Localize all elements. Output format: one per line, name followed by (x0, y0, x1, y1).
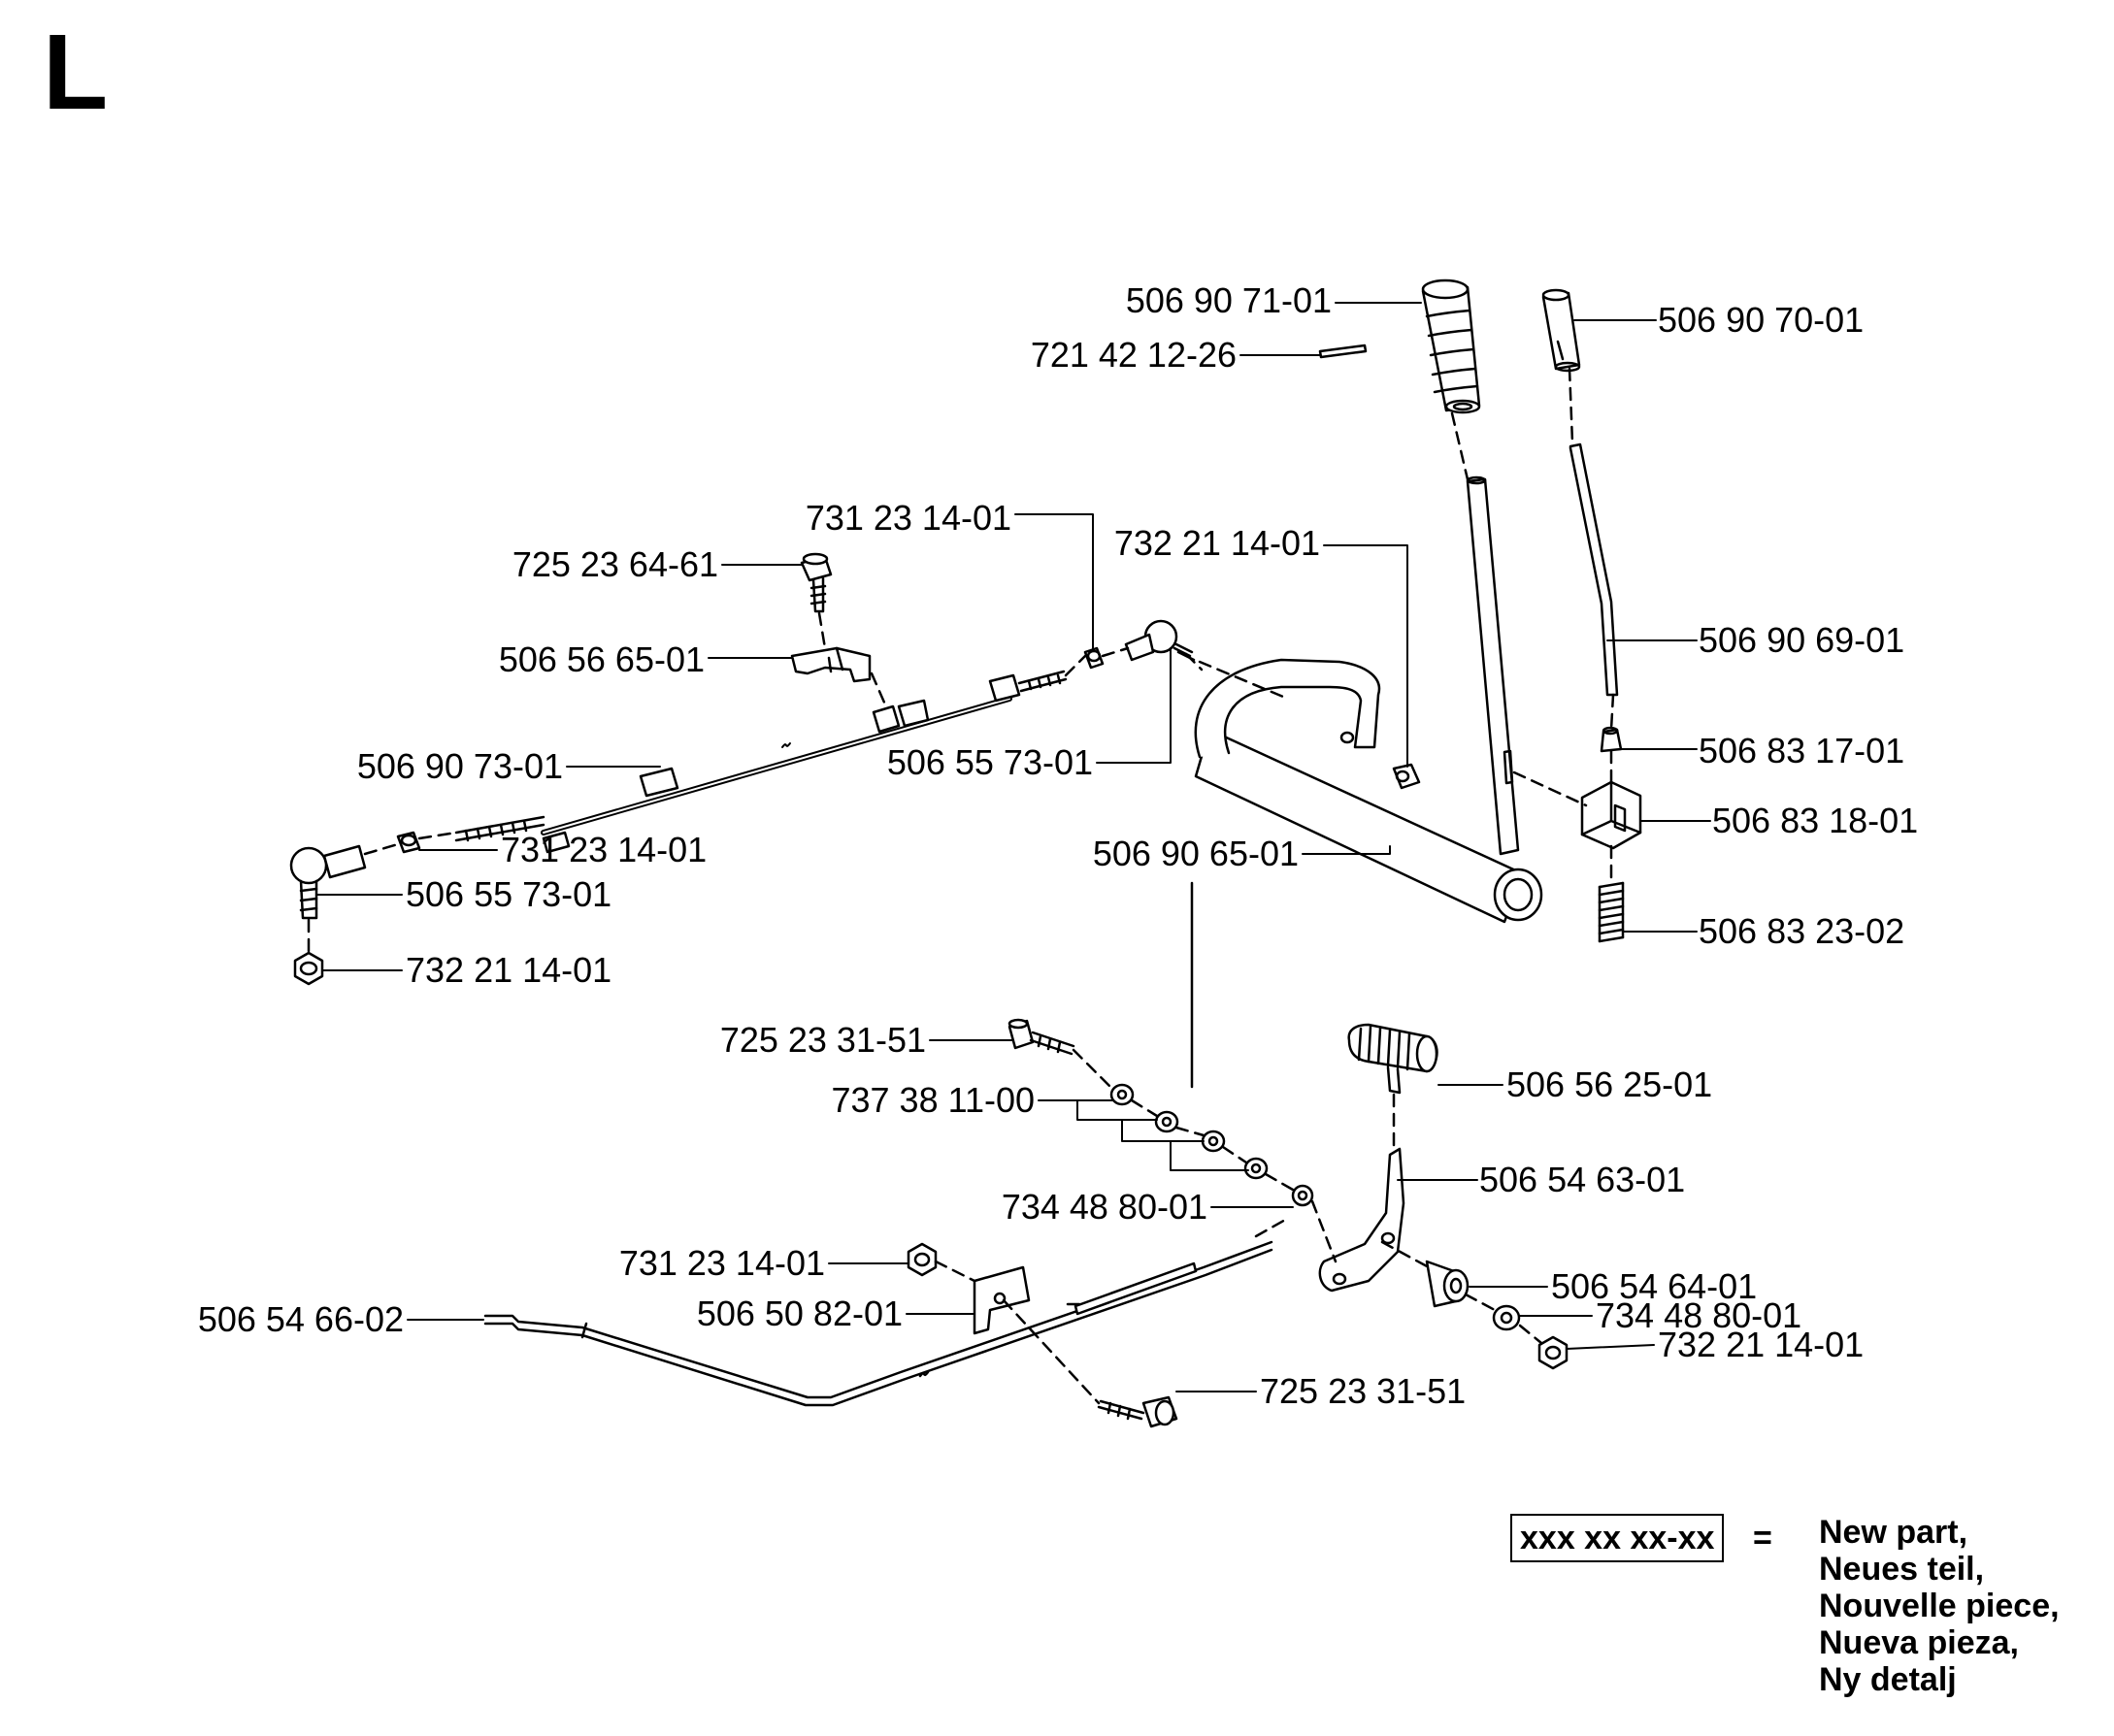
label-locknut-left: 732 21 14-01 (406, 950, 611, 990)
legend-line: Ny detalj (1819, 1661, 1957, 1698)
bolt-top-drawing (1007, 1018, 1075, 1056)
label-pedal-arm: 506 54 63-01 (1479, 1160, 1685, 1199)
legend-line: Nueva pieza, (1819, 1624, 2019, 1661)
leader-lines (315, 302, 1711, 1392)
cable-clamp-drawing (790, 646, 872, 683)
label-ball-joint-bottom: 506 55 73-01 (406, 874, 611, 914)
locknut-left-drawing (293, 951, 324, 986)
label-handle-grip-top: 506 90 71-01 (1126, 280, 1332, 320)
bracket-drawing (973, 1265, 1031, 1335)
pedal-arm-drawing (1318, 1147, 1405, 1293)
grip-handle-drawing (1421, 278, 1481, 414)
connector-lines-top (1184, 367, 1615, 1089)
brake-rod-drawing (483, 1240, 1273, 1407)
label-lever-frame: 506 90 65-01 (1093, 834, 1299, 873)
label-bolt-top: 725 23 31-51 (720, 1020, 926, 1060)
label-spring: 506 83 23-02 (1699, 911, 1904, 951)
bolt-bottom-drawing (1097, 1395, 1178, 1428)
spring-drawing (1598, 881, 1625, 943)
label-nut-cable-bottom: 731 23 14-01 (501, 830, 707, 869)
label-knob-right: 506 90 70-01 (1658, 300, 1864, 340)
label-screw-clamp: 725 23 64-61 (512, 544, 718, 584)
label-brake-rod: 506 54 66-02 (198, 1299, 404, 1339)
label-bolt-bottom: 725 23 31-51 (1260, 1371, 1466, 1411)
label-ball-joint-top: 506 55 73-01 (887, 742, 1093, 782)
pivot-cap-drawing (1600, 726, 1623, 753)
ball-joint-top-drawing (1124, 619, 1196, 662)
label-pin: 721 42 12-26 (1031, 335, 1237, 375)
label-nut-bracket: 731 23 14-01 (619, 1243, 825, 1283)
label-cable-clamp: 506 56 65-01 (499, 639, 705, 679)
legend-line: Nouvelle piece, (1819, 1588, 2060, 1624)
connector-lines-cable (307, 611, 1285, 955)
label-plate: 506 83 18-01 (1712, 801, 1918, 840)
label-bushing: 506 54 64-01 (1551, 1266, 1757, 1306)
right-rod-drawing (1569, 442, 1619, 697)
legend-part-number-box: xxx xx xx-xx (1510, 1514, 1725, 1562)
ball-joint-bottom-drawing (289, 844, 367, 920)
nut-bracket-drawing (907, 1242, 938, 1277)
locknut-bushing-drawing (1537, 1335, 1569, 1370)
label-pedal-pad: 506 56 25-01 (1506, 1065, 1712, 1104)
label-cable: 506 90 73-01 (357, 746, 563, 786)
legend-line: Neues teil, (1819, 1551, 1985, 1588)
label-nut-cable-top: 731 23 14-01 (806, 498, 1011, 538)
bushing-drawing (1425, 1260, 1470, 1308)
right-knob-drawing (1541, 288, 1581, 373)
lever-frame-drawing (1194, 475, 1543, 924)
nut-cable-top-drawing (1083, 646, 1105, 670)
pedal-pad-drawing (1347, 1023, 1438, 1095)
label-locknut-bracket: 732 21 14-01 (1114, 523, 1320, 563)
label-washer-bushing: 734 48 80-01 (1596, 1295, 1801, 1335)
pin-drawing (1318, 344, 1368, 359)
screw-clamp-drawing (800, 552, 833, 613)
plate-drawing (1580, 780, 1642, 850)
legend-line: New part, (1819, 1514, 1968, 1551)
legend-translations: New part, Neues teil, Nouvelle piece, Nu… (1819, 1514, 2060, 1698)
cable-drawing (454, 670, 1068, 854)
washer-bushing-drawing (1492, 1304, 1521, 1331)
legend-equals: = (1753, 1520, 1772, 1556)
label-washers: 737 38 11-00 (831, 1080, 1035, 1120)
label-pivot-cap: 506 83 17-01 (1699, 731, 1904, 770)
label-rod-right: 506 90 69-01 (1699, 620, 1904, 660)
connector-lines-bottom (934, 1048, 1543, 1405)
washers-drawing (1109, 1083, 1314, 1207)
label-bracket: 506 50 82-01 (697, 1294, 903, 1333)
label-locknut-bushing: 732 21 14-01 (1658, 1325, 1864, 1364)
section-letter: L (43, 13, 109, 132)
nut-cable-bottom-drawing (396, 831, 421, 854)
part-labels: 506 90 71-01 721 42 12-26 506 90 70-01 7… (198, 280, 1918, 1411)
locknut-bracket-drawing (1392, 763, 1421, 790)
label-washer-arm: 734 48 80-01 (1002, 1187, 1207, 1227)
